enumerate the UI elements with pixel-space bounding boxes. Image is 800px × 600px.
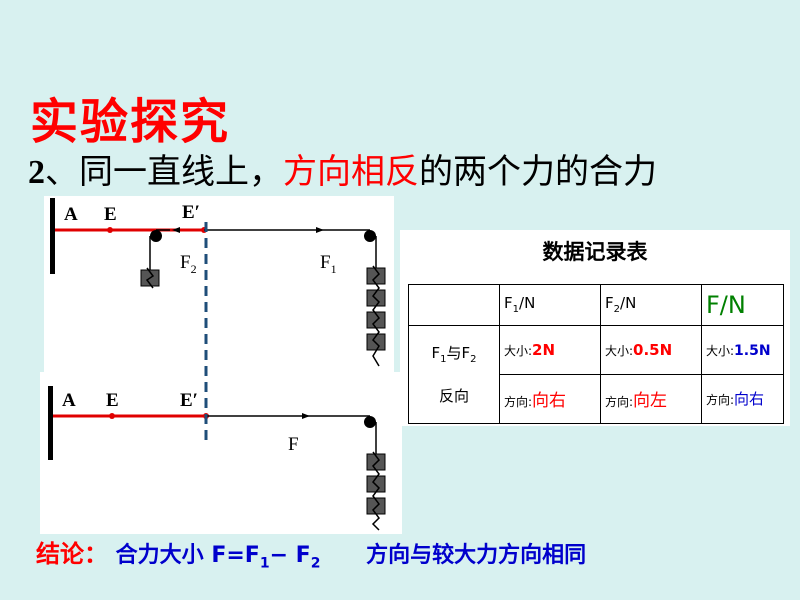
label-f2: F2 [180,252,197,276]
label-e-prime: E′ [180,390,199,411]
pulley-right [364,230,376,242]
page-title: 实验探究 [30,94,231,150]
conclusion-label: 结论： [36,540,108,568]
diagram-top-drawing [50,198,386,367]
experiment-diagram-top: A E E′ F2 F1 [44,196,394,372]
wall [50,198,55,274]
label-f1: F1 [320,252,337,276]
arrow-left-icon [172,227,180,233]
experiment-diagram-bottom: A E E′ F [40,372,402,534]
conclusion-formula: 合力大小 F=F1− F2 [115,543,321,572]
subtitle-number: 2 [28,154,45,191]
f2-dir-cell: 方向:向左 [600,373,702,425]
alignment-dashed-line [204,222,208,440]
diagram-bottom-drawing [48,386,386,531]
point-e [109,413,115,419]
header-f: F/N [701,284,784,326]
label-e-prime: E′ [182,202,201,223]
conclusion: 结论： 合力大小 F=F1− F2 方向与较大力方向相同 [36,534,586,571]
label-e: E [106,390,119,411]
arrow-right-icon [316,227,324,233]
f-dir-cell: 方向:向右 [701,373,784,425]
weight-left [140,267,160,289]
subtitle-suffix: 的两个力的合力 [419,152,657,192]
table-title: 数据记录表 [542,240,648,264]
table-corner-cell [408,284,500,326]
subtitle-highlight: 方向相反 [283,152,419,192]
weight-stack-right [366,265,386,367]
weight-stack-right [366,451,386,531]
pulley-left [150,230,162,242]
f1-dir-cell: 方向:向右 [499,373,601,425]
f-size-cell: 大小:1.5N [701,324,784,375]
data-table: F1/N F2/N F/N F1与F2 反向 大小:2N 大小:0.5N 大小:… [408,284,784,425]
header-f2: F2/N [600,284,702,326]
label-a: A [64,204,78,225]
row-label: F1与F2 反向 [408,324,500,425]
wall [48,386,53,460]
label-e: E [104,204,117,225]
point-e [107,227,113,233]
f1-size-cell: 大小:2N [499,324,601,375]
subtitle-prefix: 、同一直线上， [45,152,283,192]
pulley-right [364,416,376,428]
arrow-right-icon [302,413,310,419]
page-subtitle: 2、同一直线上，方向相反的两个力的合力 [28,144,657,193]
label-a: A [62,390,76,411]
data-record-table: 数据记录表 F1/N F2/N F/N F1与F2 反向 大小:2N 大小:0.… [400,230,790,426]
label-f: F [288,434,299,455]
conclusion-direction: 方向与较大力方向相同 [366,543,587,568]
header-f1: F1/N [499,284,601,326]
f2-size-cell: 大小:0.5N [600,324,702,375]
